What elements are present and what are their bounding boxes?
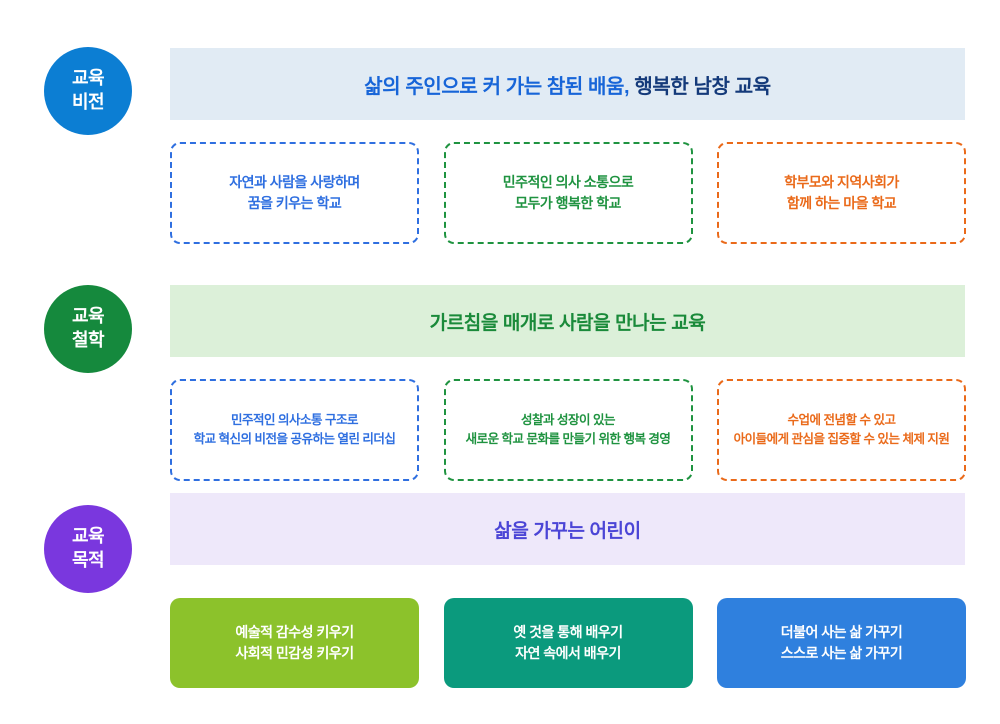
philosophy-card-2: 성찰과 성장이 있는 새로운 학교 문화를 만들기 위한 행복 경영 xyxy=(443,379,693,481)
vision-card-3-line2: 함께 하는 마을 학교 xyxy=(786,195,897,211)
badge-philosophy-line1: 교육 xyxy=(71,306,105,327)
vision-card-2-text: 민주적인 의사 소통으로 모두가 행복한 학교 xyxy=(503,172,634,214)
banner-vision-text: 삶의 주인으로 커 가는 참된 배움, 행복한 남창 교육 xyxy=(364,70,771,99)
vision-card-2-line1: 민주적인 의사 소통으로 xyxy=(502,174,634,190)
philosophy-card-1: 민주적인 의사소통 구조로 학교 혁신의 비전을 공유하는 열린 리더십 xyxy=(170,379,419,481)
section-purpose: 교육 목적 삶을 가꾸는 어린이 예술적 감수성 키우기 사회적 민감성 키우기… xyxy=(0,488,1000,694)
banner-vision: 삶의 주인으로 커 가는 참된 배움, 행복한 남창 교육 xyxy=(170,48,965,120)
philosophy-card-2-text: 성찰과 성장이 있는 새로운 학교 문화를 만들기 위한 행복 경영 xyxy=(466,411,671,449)
vision-card-1-text: 자연과 사람을 사랑하며 꿈을 키우는 학교 xyxy=(229,172,360,214)
banner-vision-text-primary: 삶의 주인으로 커 가는 참된 배움, xyxy=(364,75,630,98)
banner-philosophy: 가르침을 매개로 사람을 만나는 교육 xyxy=(170,285,965,357)
section-vision: 교육 비전 삶의 주인으로 커 가는 참된 배움, 행복한 남창 교육 자연과 … xyxy=(0,28,1000,248)
banner-philosophy-text: 가르침을 매개로 사람을 만나는 교육 xyxy=(429,312,706,334)
badge-purpose: 교육 목적 xyxy=(44,505,132,593)
banner-purpose-text: 삶을 가꾸는 어린이 xyxy=(494,520,641,542)
section-philosophy: 교육 철학 가르침을 매개로 사람을 만나는 교육 민주적인 의사소통 구조로 … xyxy=(0,268,1000,481)
vision-card-3-text: 학부모와 지역사회가 함께 하는 마을 학교 xyxy=(784,172,899,214)
philosophy-card-1-text: 민주적인 의사소통 구조로 학교 혁신의 비전을 공유하는 열린 리더십 xyxy=(194,411,396,449)
purpose-card-2: 옛 것을 통해 배우기 자연 속에서 배우기 xyxy=(443,598,693,688)
philosophy-card-2-line1: 성찰과 성장이 있는 xyxy=(521,413,615,428)
purpose-card-2-line2: 자연 속에서 배우기 xyxy=(515,645,621,661)
purpose-card-1-line1: 예술적 감수성 키우기 xyxy=(235,624,354,640)
purpose-card-3-text: 더불어 사는 삶 가꾸기 스스로 사는 삶 가꾸기 xyxy=(781,622,903,664)
purpose-card-1: 예술적 감수성 키우기 사회적 민감성 키우기 xyxy=(170,598,419,688)
philosophy-card-1-line2: 학교 혁신의 비전을 공유하는 열린 리더십 xyxy=(193,432,396,446)
badge-philosophy: 교육 철학 xyxy=(44,285,132,373)
philosophy-card-3-text: 수업에 전념할 수 있고 아이들에게 관심을 집중할 수 있는 체제 지원 xyxy=(734,411,950,449)
purpose-card-3-line1: 더불어 사는 삶 가꾸기 xyxy=(780,624,903,640)
purpose-card-2-line1: 옛 것을 통해 배우기 xyxy=(513,624,623,640)
badge-philosophy-line2: 철학 xyxy=(71,330,105,350)
purpose-card-1-text: 예술적 감수성 키우기 사회적 민감성 키우기 xyxy=(235,622,354,664)
philosophy-card-3: 수업에 전념할 수 있고 아이들에게 관심을 집중할 수 있는 체제 지원 xyxy=(717,379,966,481)
purpose-card-1-line2: 사회적 민감성 키우기 xyxy=(235,645,354,661)
vision-card-1-line1: 자연과 사람을 사랑하며 xyxy=(229,174,360,190)
badge-vision: 교육 비전 xyxy=(44,47,132,135)
purpose-card-row: 예술적 감수성 키우기 사회적 민감성 키우기 옛 것을 통해 배우기 자연 속… xyxy=(170,598,966,688)
vision-card-2-line2: 모두가 행복한 학교 xyxy=(515,195,621,211)
philosophy-card-2-line2: 새로운 학교 문화를 만들기 위한 행복 경영 xyxy=(465,432,671,446)
badge-purpose-line2: 목적 xyxy=(71,550,105,570)
philosophy-card-1-line1: 민주적인 의사소통 구조로 xyxy=(231,413,358,428)
badge-vision-line2: 비전 xyxy=(71,92,105,112)
vision-card-1: 자연과 사람을 사랑하며 꿈을 키우는 학교 xyxy=(170,142,419,244)
vision-card-2: 민주적인 의사 소통으로 모두가 행복한 학교 xyxy=(443,142,693,244)
banner-vision-text-secondary: 행복한 남창 교육 xyxy=(634,75,771,98)
vision-card-1-line2: 꿈을 키우는 학교 xyxy=(247,195,342,211)
banner-purpose: 삶을 가꾸는 어린이 xyxy=(170,493,965,565)
philosophy-card-row: 민주적인 의사소통 구조로 학교 혁신의 비전을 공유하는 열린 리더십 성찰과… xyxy=(170,379,966,481)
badge-purpose-line1: 교육 xyxy=(71,526,105,547)
vision-card-row: 자연과 사람을 사랑하며 꿈을 키우는 학교 민주적인 의사 소통으로 모두가 … xyxy=(170,142,966,244)
badge-vision-line1: 교육 xyxy=(71,68,105,89)
philosophy-card-3-line2: 아이들에게 관심을 집중할 수 있는 체제 지원 xyxy=(733,432,950,446)
purpose-card-3-line2: 스스로 사는 삶 가꾸기 xyxy=(780,645,903,661)
vision-card-3-line1: 학부모와 지역사회가 xyxy=(784,174,899,190)
philosophy-card-3-line1: 수업에 전념할 수 있고 xyxy=(787,413,896,428)
purpose-card-2-text: 옛 것을 통해 배우기 자연 속에서 배우기 xyxy=(513,622,623,664)
vision-card-3: 학부모와 지역사회가 함께 하는 마을 학교 xyxy=(717,142,966,244)
purpose-card-3: 더불어 사는 삶 가꾸기 스스로 사는 삶 가꾸기 xyxy=(717,598,966,688)
